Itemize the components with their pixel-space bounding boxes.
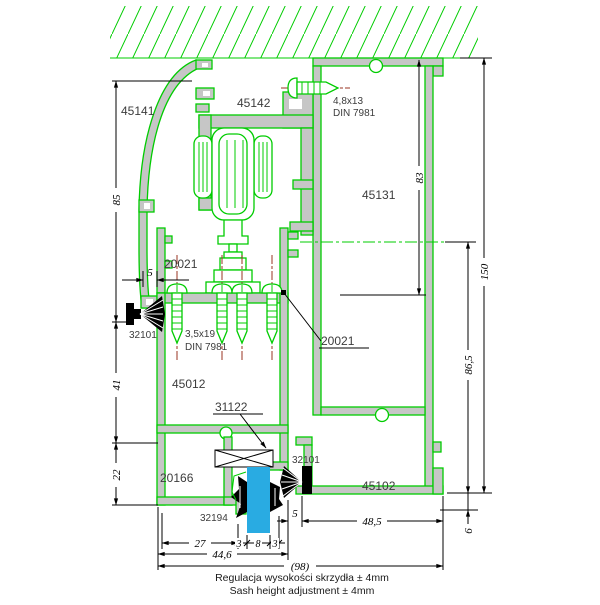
gaskets-32194	[231, 471, 283, 518]
glass-rect	[247, 467, 270, 533]
caption: Regulacja wysokości skrzydła ± 4mm Sash …	[215, 572, 389, 597]
label-45142: 45142	[237, 96, 271, 110]
caption-polish: Regulacja wysokości skrzydła ± 4mm	[215, 572, 389, 584]
dim-150: 150	[479, 263, 491, 280]
label-20166: 20166	[160, 471, 194, 485]
glazing-block-31122	[214, 449, 274, 468]
dim-85: 85	[111, 194, 123, 206]
label-45131: 45131	[362, 188, 396, 202]
horizontal-screw	[281, 77, 350, 99]
label-32194: 32194	[200, 513, 228, 524]
fixed-frame-profile-45131	[312, 57, 444, 488]
label-20021-top: 20021	[164, 257, 198, 271]
dim-83: 83	[414, 172, 426, 184]
dim-3-left: 3	[236, 539, 242, 550]
note-screw-top-size: 4,8x13	[333, 96, 363, 107]
glass-pane	[247, 467, 270, 533]
dim-6: 6	[463, 528, 475, 534]
ceiling-hatch	[110, 6, 478, 59]
label-45102: 45102	[362, 479, 396, 493]
dim-5-top: 5	[147, 267, 153, 279]
dim-8: 8	[256, 539, 261, 550]
dim-41: 41	[111, 380, 123, 391]
label-31122: 31122	[215, 400, 248, 414]
dim-27: 27	[195, 538, 207, 550]
brush-seal-32101-right	[280, 466, 312, 498]
part-labels: 45141 45142 45131 20021 20021 45012 3112…	[121, 96, 396, 524]
label-20021-mid: 20021	[321, 334, 355, 348]
dim-3-right: 3	[272, 539, 278, 550]
label-32101-right: 32101	[292, 455, 320, 466]
note-screw-mid-din: DIN 7981	[185, 342, 228, 353]
dim-86-5: 86,5	[463, 355, 475, 375]
dim-22: 22	[111, 469, 123, 481]
note-screw-mid-size: 3,5x19	[185, 329, 215, 340]
dim-48-5: 48,5	[362, 516, 382, 528]
dim-98: (98)	[291, 561, 310, 573]
label-45141: 45141	[121, 104, 155, 118]
note-screw-top-din: DIN 7981	[333, 108, 376, 119]
mounting-screws	[166, 77, 350, 362]
dim-44-6: 44,6	[212, 549, 232, 561]
dimensions: 85 41 22 5 83 150 86,5 6 48,5 5 27 3 8 3…	[110, 57, 492, 573]
caption-english: Sash height adjustment ± 4mm	[230, 585, 375, 597]
label-45012: 45012	[172, 377, 206, 391]
dim-5-bottom: 5	[292, 508, 298, 520]
label-32101-left: 32101	[129, 330, 157, 341]
brush-seal-32101-left	[126, 296, 165, 332]
bottom-track-profile-45102	[295, 406, 444, 495]
